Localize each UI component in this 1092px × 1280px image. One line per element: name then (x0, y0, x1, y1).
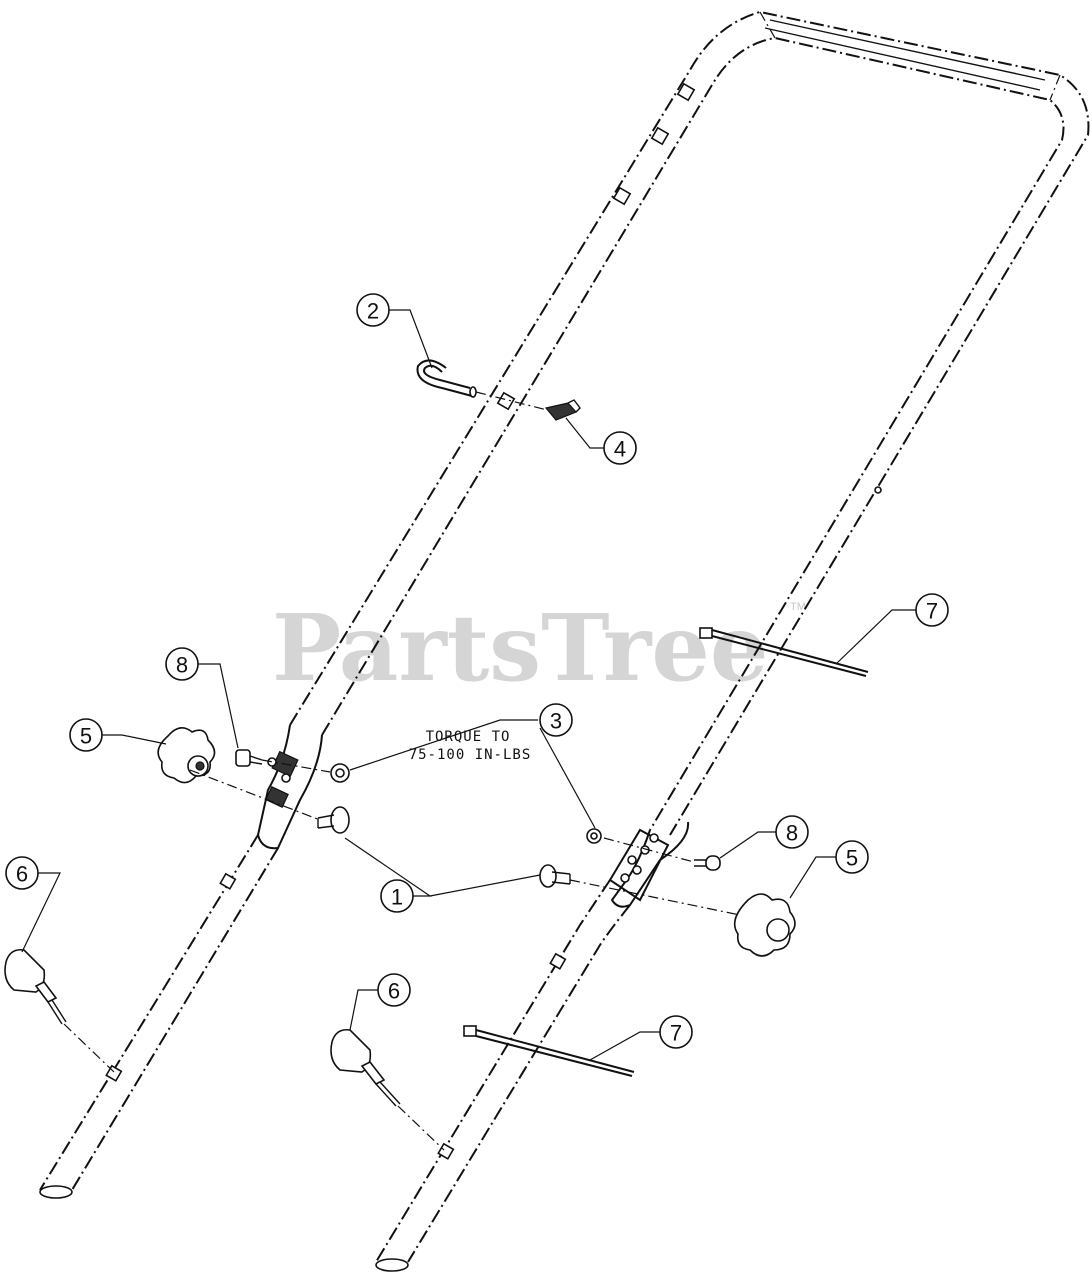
watermark-brand: PartsTree (272, 594, 768, 702)
watermark: PartsTree TM (272, 594, 806, 702)
callout-7-upper: 7 (915, 593, 949, 627)
callout-6-left-label: 6 (16, 862, 28, 887)
callout-5-left: 5 (69, 718, 103, 752)
callout-4: 4 (603, 431, 637, 465)
right-bracket (608, 821, 690, 908)
callout-7-lower: 7 (659, 1015, 693, 1049)
watermark-trademark: TM (790, 601, 806, 613)
callout-5-right-label: 5 (846, 846, 858, 871)
callout-1-label: 1 (391, 885, 403, 910)
callout-3-label: 3 (550, 709, 562, 734)
callout-8-left: 8 (165, 647, 199, 681)
upper-handle (289, 10, 1090, 836)
bolt-part-left (235, 749, 263, 767)
assembly-centerlines (189, 759, 741, 916)
callout-7-lower-label: 7 (670, 1021, 682, 1046)
callout-8-right: 8 (775, 815, 809, 849)
callout-8-left-label: 8 (176, 653, 188, 678)
cable-tie-part-lower (463, 1025, 635, 1077)
callout-6-left: 6 (5, 856, 39, 890)
clip-part (544, 399, 581, 421)
carriage-bolt-right (539, 864, 571, 888)
callout-2: 2 (356, 293, 390, 327)
lower-tube-right (375, 879, 631, 1272)
callout-8-right-label: 8 (786, 821, 798, 846)
callout-7-upper-label: 7 (926, 599, 938, 624)
callout-1: 1 (380, 879, 414, 913)
nut-part-right (586, 828, 602, 844)
torque-note-line1: TORQUE TO (426, 729, 511, 745)
j-hook-part (416, 359, 556, 413)
callout-6-right: 6 (377, 973, 411, 1007)
nut-part-left (330, 763, 350, 783)
carriage-bolt-left (317, 806, 350, 834)
knob-part-left (157, 727, 216, 784)
bolt-part-right (694, 855, 721, 871)
cable-tie-part-upper (699, 627, 869, 677)
torque-note-line2: 75-100 IN-LBS (409, 747, 532, 763)
callout-3: 3 (539, 703, 573, 737)
callout-2-label: 2 (367, 299, 379, 324)
callout-5-left-label: 5 (80, 724, 92, 749)
handle-knob-part-left (4, 948, 115, 1073)
torque-note: TORQUE TO 75-100 IN-LBS (409, 729, 532, 763)
lower-tube-left (39, 834, 279, 1199)
handle-knob-part-right (330, 1028, 445, 1151)
leader-lines (21, 309, 916, 1061)
callout-6-right-label: 6 (388, 979, 400, 1004)
left-bracket (256, 724, 323, 850)
knob-part-right (733, 893, 796, 957)
callout-5-right: 5 (835, 840, 869, 874)
callout-4-label: 4 (614, 437, 626, 462)
